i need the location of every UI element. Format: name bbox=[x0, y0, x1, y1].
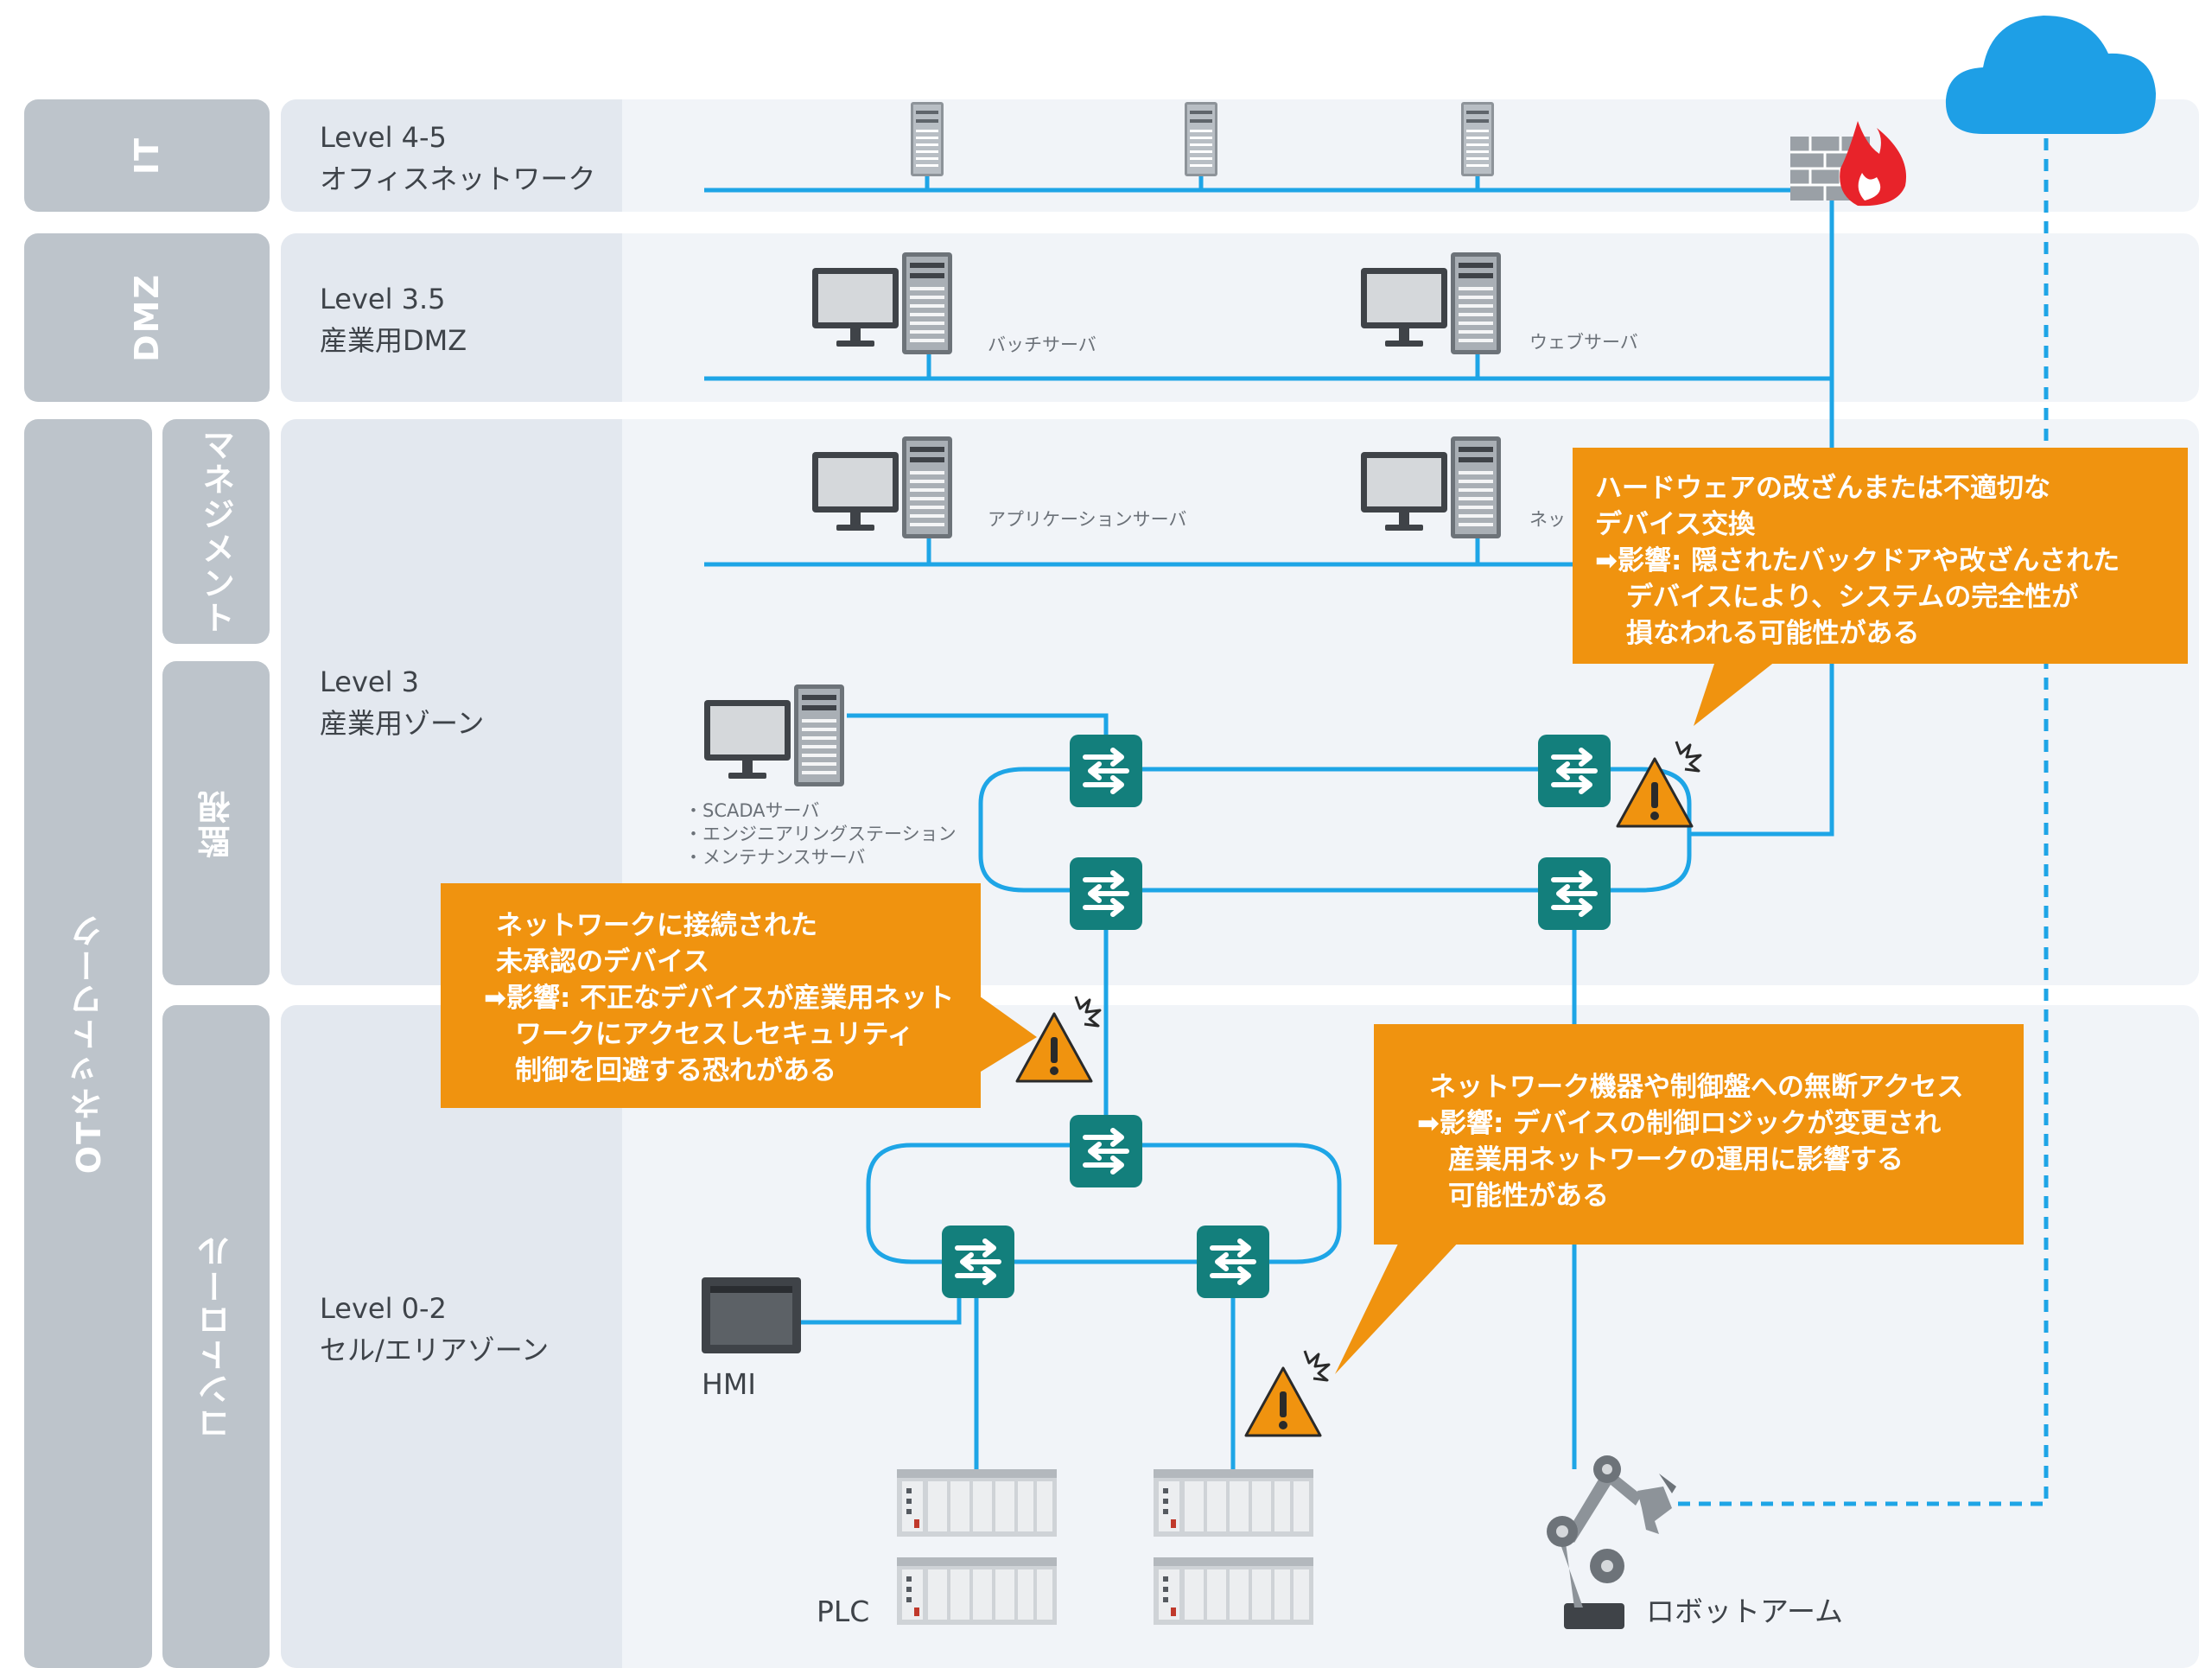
callout-access-impact-line: 産業用ネットワークの運用に影響する bbox=[1448, 1144, 1904, 1175]
callout-pointer-access bbox=[1335, 1240, 1460, 1374]
callout-unauthorized-title-line: ネットワークに接続された bbox=[496, 910, 817, 941]
switch-icon bbox=[1070, 857, 1142, 930]
level-dmz: Level 3.5 産業用DMZ bbox=[320, 278, 467, 361]
callout-pointer-unauthorized bbox=[976, 994, 1037, 1072]
cloud-icon bbox=[1945, 16, 2156, 134]
server-icon bbox=[1461, 102, 1494, 176]
network-line-cell-ring bbox=[866, 1143, 1342, 1264]
callout-hardware-tampering: ハードウェアの改ざんまたは不適切な デバイス交換 ➡影響: 隠されたバックドアや… bbox=[1573, 448, 2188, 664]
plc-icon bbox=[897, 1557, 1057, 1625]
zone-level02-label-area bbox=[281, 1005, 622, 1668]
callout-access-title-line: ネットワーク機器や制御盤への無断アクセス bbox=[1429, 1072, 1964, 1103]
workstation-icon bbox=[704, 684, 844, 786]
network-line-cloud-dashed bbox=[1672, 138, 2049, 1506]
label-scada-item: ・メンテナンスサーバ bbox=[684, 847, 866, 868]
label-batch-server: バッチサーバ bbox=[988, 334, 1096, 355]
switch-icon bbox=[1070, 735, 1142, 807]
callout-unauthorized-device: ネットワークに接続された 未承認のデバイス ➡影響: 不正なデバイスが産業用ネッ… bbox=[441, 883, 981, 1108]
plc-icon bbox=[1154, 1557, 1313, 1625]
label-robot-arm: ロボットアーム bbox=[1646, 1595, 1844, 1628]
hmi-panel-icon bbox=[702, 1277, 801, 1353]
level-it-name: オフィスネットワーク bbox=[320, 162, 596, 195]
callout-unauthorized-title-line: 未承認のデバイス bbox=[496, 946, 710, 977]
workstation-icon bbox=[812, 252, 952, 354]
network-line-trunk bbox=[1689, 190, 1834, 837]
label-scada-item: ・SCADAサーバ bbox=[684, 800, 820, 821]
side-label-management-text: マネジメント bbox=[196, 428, 235, 635]
callout-pointer-hardware bbox=[1694, 661, 1776, 726]
workstation-icon bbox=[1361, 252, 1501, 354]
label-hmi: HMI bbox=[702, 1367, 757, 1401]
zone-dmz-label-area bbox=[281, 233, 622, 402]
label-plc: PLC bbox=[817, 1595, 870, 1628]
callout-unauthorized-impact-line: ワークにアクセスしセキュリティ bbox=[515, 1019, 914, 1050]
side-label-management: マネジメント bbox=[162, 419, 270, 644]
workstation-icon bbox=[1361, 436, 1501, 538]
label-app-server: アプリケーションサーバ bbox=[988, 509, 1187, 530]
level-0-2: Level 0-2 セル/エリアゾーン bbox=[320, 1288, 549, 1371]
side-label-control: コントロール bbox=[162, 1005, 270, 1668]
warning-icon bbox=[1244, 1349, 1331, 1437]
robot-arm-icon bbox=[1547, 1455, 1676, 1629]
callout-hardware-title-line: デバイス交換 bbox=[1595, 509, 1756, 540]
firewall-icon bbox=[1790, 121, 1907, 207]
server-icon bbox=[1185, 102, 1217, 176]
side-label-monitoring: 監視 bbox=[162, 661, 270, 985]
label-web-server: ウェブサーバ bbox=[1529, 332, 1638, 353]
level-it-number: Level 4-5 bbox=[320, 121, 447, 154]
label-scada-item: ・エンジニアリングステーション bbox=[684, 824, 957, 844]
level-dmz-number: Level 3.5 bbox=[320, 283, 446, 315]
workstation-icon bbox=[812, 436, 952, 538]
level-3: Level 3 産業用ゾーン bbox=[320, 661, 484, 744]
level-it: Level 4-5 オフィスネットワーク bbox=[320, 117, 595, 200]
side-label-dmz: DMZ bbox=[24, 233, 270, 402]
server-icon bbox=[911, 102, 944, 176]
plc-icon bbox=[1154, 1469, 1313, 1537]
callout-access-impact-line: ➡影響: デバイスの制御ロジックが変更され bbox=[1417, 1108, 1942, 1139]
callout-hardware-impact-line: 損なわれる可能性がある bbox=[1626, 618, 1920, 649]
switch-icon bbox=[1070, 1115, 1142, 1187]
callout-hardware-impact-line: ➡影響: 隠されたバックドアや改ざんされた bbox=[1595, 545, 2120, 576]
callout-unauthorized-impact-line: ➡影響: 不正なデバイスが産業用ネット bbox=[484, 983, 955, 1014]
network-line-scada bbox=[847, 713, 1109, 735]
label-scada-list: ・SCADAサーバ ・エンジニアリングステーション ・メンテナンスサーバ bbox=[684, 799, 957, 869]
switch-icon bbox=[1538, 735, 1611, 807]
zone-it-label-area bbox=[281, 99, 622, 212]
network-line-l3-ring bbox=[978, 767, 1692, 893]
level-dmz-name: 産業用DMZ bbox=[320, 324, 467, 357]
callout-hardware-title-line: ハードウェアの改ざんまたは不適切な bbox=[1595, 473, 2050, 504]
label-net-server: ネッ bbox=[1529, 509, 1566, 530]
level-0-2-number: Level 0-2 bbox=[320, 1292, 447, 1325]
switch-icon bbox=[942, 1226, 1014, 1298]
side-label-it: IT bbox=[24, 99, 270, 212]
switch-icon bbox=[1197, 1226, 1269, 1298]
plc-icon bbox=[897, 1469, 1057, 1537]
callout-access-impact-line: 可能性がある bbox=[1448, 1181, 1609, 1212]
level-3-number: Level 3 bbox=[320, 665, 419, 698]
switch-icon bbox=[1538, 857, 1611, 930]
zone-dmz bbox=[281, 233, 2199, 402]
callout-unauthorized-access: ネットワーク機器や制御盤への無断アクセス ➡影響: デバイスの制御ロジックが変更… bbox=[1374, 1024, 2024, 1245]
side-label-ot: OTネットワーク bbox=[24, 419, 152, 1668]
callout-hardware-impact-line: デバイスにより、システムの完全性が bbox=[1626, 582, 2079, 613]
network-line-hmi bbox=[799, 1292, 962, 1325]
callout-unauthorized-impact-line: 制御を回避する恐れがある bbox=[515, 1055, 836, 1086]
level-0-2-name: セル/エリアゾーン bbox=[320, 1334, 550, 1366]
level-3-name: 産業用ゾーン bbox=[320, 707, 485, 740]
